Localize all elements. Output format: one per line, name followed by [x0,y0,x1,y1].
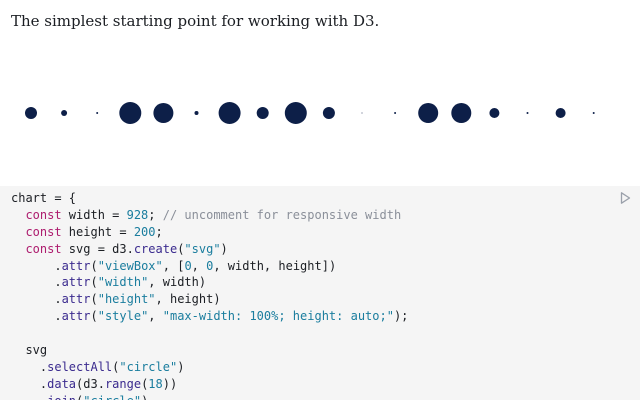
circle-mark [218,102,241,124]
code-token: data [47,376,77,391]
circle-mark [61,110,68,116]
code-line: .attr("viewBox", [0, 0, width, height]) [11,258,408,275]
code-token: , height) [155,292,221,307]
code-token: , [148,309,163,324]
code-token: "max-width: 100%; height: auto;" [162,309,394,324]
code-token: width = [61,207,127,222]
code-token: attr [61,292,91,307]
code-token: ( [90,292,98,307]
code-token: "circle" [119,359,178,374]
code-token: const [25,241,62,256]
code-token: "svg" [184,241,221,256]
code-token: "circle" [83,394,141,400]
code-token: 200 [133,224,156,239]
code-token: attr [61,258,91,273]
code-token: 0 [184,258,192,273]
code-token: 0 [206,258,214,273]
code-token: . [11,376,48,391]
circle-mark [451,103,472,123]
code-token: height = [61,224,134,239]
code-token: ; [148,207,163,222]
code-token: 928 [126,207,149,222]
code-token: ) [220,241,228,256]
code-token: ( [90,309,98,324]
circle-mark [489,108,500,118]
code-token: ; [155,224,163,239]
code-token: . [11,309,62,324]
code-line: chart = { [11,190,408,207]
code-line: .join("circle") [11,393,408,400]
code-token [11,242,25,256]
code-token [11,225,25,239]
code-token: . [11,275,62,290]
code-token: . [11,359,48,374]
circle-mark [394,112,397,114]
code-token: // uncomment for responsive width [162,207,402,222]
circle-mark [194,111,199,115]
code-token: , width, height]) [213,258,337,273]
code-token: "height" [97,292,156,307]
code-token: ( [177,241,185,256]
code-line: .attr("width", width) [11,274,408,291]
circle-mark [119,102,142,124]
code-token [11,208,25,222]
code-token: ( [76,394,83,400]
code-token: ( [90,258,98,273]
circle-mark [284,102,307,124]
code-token: attr [61,309,91,324]
notebook-description: The simplest starting point for working … [11,12,380,30]
code-line: const height = 200; [11,224,408,241]
code-token: , width) [148,275,207,290]
circle-mark [418,103,439,123]
code-line [11,325,408,342]
code-line: .data(d3.range(18)) [11,376,408,393]
code-token: . [11,292,62,307]
circle-mark [96,112,99,114]
code-line: svg [11,342,408,359]
circle-mark [322,107,335,119]
chart-output [25,102,595,124]
code-token: ( [112,359,120,374]
circle-mark [555,108,566,118]
code-token: (d3. [76,376,105,391]
code-token: ) [177,359,185,374]
code-token: attr [61,275,91,290]
code-line: const width = 928; // uncomment for resp… [11,207,408,224]
circle-mark [256,107,269,119]
run-play-icon[interactable] [618,191,632,205]
code-token: ); [393,309,409,324]
code-token: "width" [97,275,149,290]
code-token: "viewBox" [97,258,163,273]
code-line: const svg = d3.create("svg") [11,241,408,258]
code-editor[interactable]: chart = { const width = 928; // uncommen… [11,190,408,400]
code-line: .attr("height", height) [11,291,408,308]
code-token: ( [90,275,98,290]
code-line: .attr("style", "max-width: 100%; height:… [11,308,408,325]
code-token: . [11,394,47,400]
code-token: svg [11,343,48,358]
code-token: ( [141,376,149,391]
code-token: const [25,207,62,222]
code-token: create [133,241,178,256]
code-cell[interactable]: chart = { const width = 928; // uncommen… [0,186,640,400]
code-token: 18 [148,376,163,391]
code-token: selectAll [47,359,113,374]
code-line: .selectAll("circle") [11,359,408,376]
code-token: join [47,394,76,400]
code-token: range [104,376,142,391]
code-token: chart = { [11,191,77,205]
code-token: svg = d3. [61,241,134,256]
circle-mark [526,112,529,114]
code-token: , [191,258,207,273]
circle-mark [153,103,174,123]
code-token: , [ [162,258,185,273]
circle-mark [361,112,363,114]
circle-mark [25,107,37,119]
code-token: . [11,258,62,273]
code-token: ) [141,394,148,400]
code-token: "style" [97,309,149,324]
code-token: )) [162,376,178,391]
circle-mark [592,112,595,114]
code-token: const [25,224,62,239]
